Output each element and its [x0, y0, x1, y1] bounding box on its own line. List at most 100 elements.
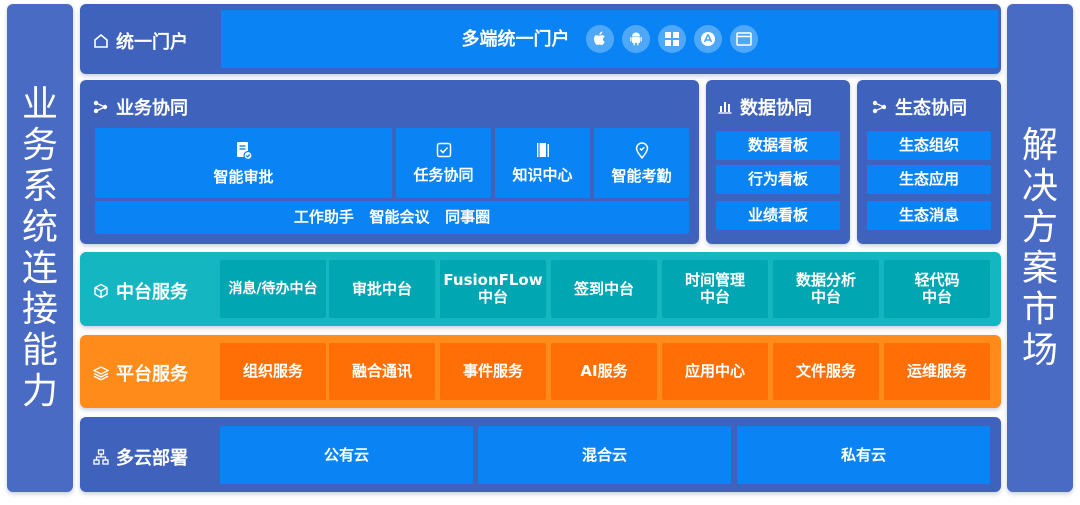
time-management-middle-block[interactable]: 时间管理 中台	[662, 260, 768, 318]
multi-cloud-title-text: 多云部署	[116, 448, 188, 469]
cloud-item-label: 公有云	[323, 445, 369, 464]
platform-item-label: 应用中心	[684, 362, 745, 380]
app-center-block[interactable]: 应用中心	[662, 343, 768, 400]
appstore-icon	[693, 25, 722, 53]
portal-title: 统一门户	[92, 28, 188, 54]
middle-item-line1: 签到中台	[573, 279, 634, 298]
middle-services-title: 中台服务	[92, 278, 188, 304]
platform-item-label: 文件服务	[795, 362, 856, 380]
business-collab-title-text: 业务协同	[116, 98, 188, 119]
assistant-row-label: 工作助手 智能会议 同事圈	[293, 208, 491, 226]
task-collab-block[interactable]: 任务协同	[396, 128, 491, 198]
event-service-block[interactable]: 事件服务	[440, 343, 546, 400]
portal-banner[interactable]: 多端统一门户	[221, 10, 998, 68]
low-code-middle-block[interactable]: 轻代码 中台	[884, 260, 990, 318]
eco-collab-panel: 生态协同 生态组织 生态应用 生态消息	[857, 80, 1001, 244]
portal-banner-text: 多端统一门户	[461, 28, 570, 50]
multi-cloud-row: 多云部署 公有云 混合云 私有云	[80, 417, 1001, 492]
cloud-item-label: 混合云	[581, 445, 627, 464]
eco-collab-title: 生态协同	[871, 94, 967, 120]
smart-attendance-label: 智能考勤	[611, 166, 672, 185]
middle-services-title-text: 中台服务	[116, 282, 188, 303]
right-side-title: 解决方案市场	[1021, 125, 1058, 371]
platform-item-label: AI服务	[580, 362, 628, 380]
checkin-middle-block[interactable]: 签到中台	[551, 260, 657, 318]
share-nodes-icon	[92, 98, 110, 116]
knowledge-center-label: 知识中心	[512, 166, 573, 184]
portal-title-text: 统一门户	[116, 32, 188, 53]
hybrid-cloud-block[interactable]: 混合云	[478, 426, 731, 484]
knowledge-center-block[interactable]: 知识中心	[495, 128, 590, 198]
unified-comm-block[interactable]: 融合通讯	[329, 343, 435, 400]
middle-item-line1: FusionFLow	[443, 271, 543, 289]
public-cloud-block[interactable]: 公有云	[220, 426, 473, 484]
middle-item-line2: 中台	[810, 288, 841, 306]
android-icon	[621, 25, 650, 53]
web-browser-icon	[729, 25, 758, 53]
windows-icon	[657, 25, 686, 53]
ops-service-block[interactable]: 运维服务	[884, 343, 990, 400]
home-icon	[92, 32, 110, 50]
performance-dashboard-block[interactable]: 业绩看板	[716, 201, 840, 230]
middle-services-row: 中台服务 消息/待办中台 审批中台 FusionFLow 中台 签到中台 时间管…	[80, 252, 1001, 326]
business-collab-panel: 业务协同 智能审批 任务协同 知识中心 智能考勤 工作助手 智能会议 同事圈	[80, 80, 699, 244]
eco-message-label: 生态消息	[898, 206, 959, 224]
platform-item-label: 融合通讯	[351, 362, 412, 380]
eco-message-block[interactable]: 生态消息	[867, 201, 991, 230]
data-analysis-middle-block[interactable]: 数据分析 中台	[773, 260, 879, 318]
eco-app-label: 生态应用	[898, 170, 959, 188]
platform-services-row: 平台服务 组织服务 融合通讯 事件服务 AI服务 应用中心 文件服务 运维服务	[80, 335, 1001, 408]
cube-icon	[92, 282, 110, 300]
smart-approval-label: 智能审批	[213, 167, 274, 186]
data-collab-title-text: 数据协同	[740, 98, 812, 119]
assistant-row-block[interactable]: 工作助手 智能会议 同事圈	[95, 201, 689, 234]
middle-item-line2: 中台	[477, 288, 508, 306]
platform-item-label: 事件服务	[462, 362, 523, 380]
middle-item-line1: 审批中台	[351, 279, 412, 298]
portal-row: 统一门户 多端统一门户	[80, 4, 1001, 74]
data-collab-panel: 数据协同 数据看板 行为看板 业绩看板	[706, 80, 850, 244]
apple-icon	[585, 25, 614, 53]
file-service-block[interactable]: 文件服务	[773, 343, 879, 400]
private-cloud-block[interactable]: 私有云	[737, 426, 990, 484]
data-dashboard-block[interactable]: 数据看板	[716, 131, 840, 160]
middle-item-line2: 中台	[699, 288, 730, 306]
fusionflow-middle-block[interactable]: FusionFLow 中台	[440, 260, 546, 318]
performance-dashboard-label: 业绩看板	[747, 206, 808, 224]
eco-collab-title-text: 生态协同	[895, 98, 967, 119]
data-collab-title: 数据协同	[716, 94, 812, 120]
multi-cloud-title: 多云部署	[92, 444, 188, 470]
org-tree-icon	[92, 448, 110, 466]
left-side-title: 业务系统连接能力	[21, 84, 58, 412]
eco-org-label: 生态组织	[898, 136, 959, 154]
message-todo-middle-block[interactable]: 消息/待办中台	[220, 260, 326, 318]
layers-icon	[92, 364, 110, 382]
eco-app-block[interactable]: 生态应用	[867, 165, 991, 194]
bar-chart-icon	[716, 98, 734, 116]
middle-item-line1: 数据分析	[795, 271, 856, 289]
middle-item-line1: 轻代码	[914, 271, 960, 289]
ai-service-block[interactable]: AI服务	[551, 343, 657, 400]
platform-item-label: 运维服务	[906, 362, 967, 380]
location-pin-icon	[635, 141, 649, 163]
platform-services-title-text: 平台服务	[116, 364, 188, 385]
approval-middle-block[interactable]: 审批中台	[329, 260, 435, 318]
middle-item-line1: 时间管理	[684, 271, 745, 289]
left-side-panel: 业务系统连接能力	[7, 4, 73, 492]
org-service-block[interactable]: 组织服务	[220, 343, 326, 400]
middle-item-line2: 中台	[921, 288, 952, 306]
approval-doc-icon	[235, 141, 253, 165]
eco-org-block[interactable]: 生态组织	[867, 131, 991, 160]
share-nodes-icon	[871, 98, 889, 116]
data-dashboard-label: 数据看板	[747, 136, 808, 154]
platform-services-title: 平台服务	[92, 360, 188, 386]
behavior-dashboard-label: 行为看板	[747, 170, 808, 188]
business-collab-title: 业务协同	[92, 94, 188, 120]
smart-attendance-block[interactable]: 智能考勤	[594, 128, 689, 198]
task-collab-label: 任务协同	[413, 166, 474, 184]
behavior-dashboard-block[interactable]: 行为看板	[716, 165, 840, 194]
right-side-panel: 解决方案市场	[1007, 4, 1073, 492]
cloud-item-label: 私有云	[840, 445, 886, 464]
smart-approval-block[interactable]: 智能审批	[95, 128, 392, 198]
checkbox-icon	[436, 142, 452, 162]
